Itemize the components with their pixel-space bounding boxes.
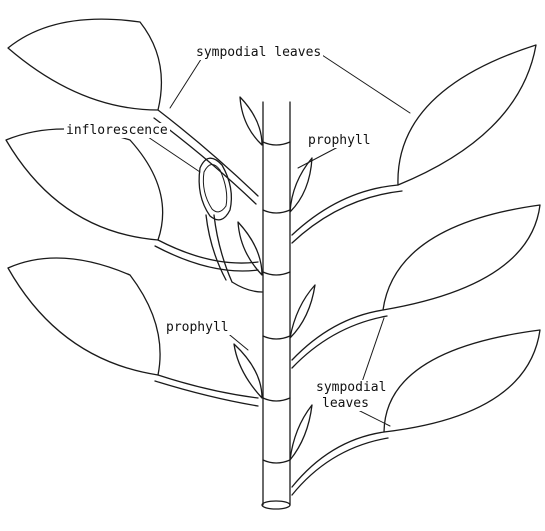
- label-prophyll-upper: prophyll: [306, 133, 373, 148]
- label-sympodial-leaves-bottom-line1: sympodial: [314, 380, 388, 395]
- leaf-right-bottom: [292, 330, 540, 495]
- leader-lines: [148, 53, 410, 426]
- prophyll-right-3: [290, 405, 312, 460]
- label-sympodial-leaves-bottom-line2: leaves: [320, 396, 371, 411]
- main-stem: [262, 102, 290, 509]
- prophyll-left-1: [240, 97, 262, 145]
- label-inflorescence: inflorescence: [64, 123, 170, 138]
- prophyll-right-2: [290, 285, 315, 338]
- label-sympodial-leaves-top: sympodial leaves: [194, 45, 323, 60]
- prophyll-left-2: [238, 222, 262, 275]
- inflorescence-shape: [199, 158, 262, 292]
- label-prophyll-lower: prophyll: [164, 320, 231, 335]
- prophyll-left-3: [234, 344, 262, 398]
- leaf-right-middle: [292, 205, 540, 368]
